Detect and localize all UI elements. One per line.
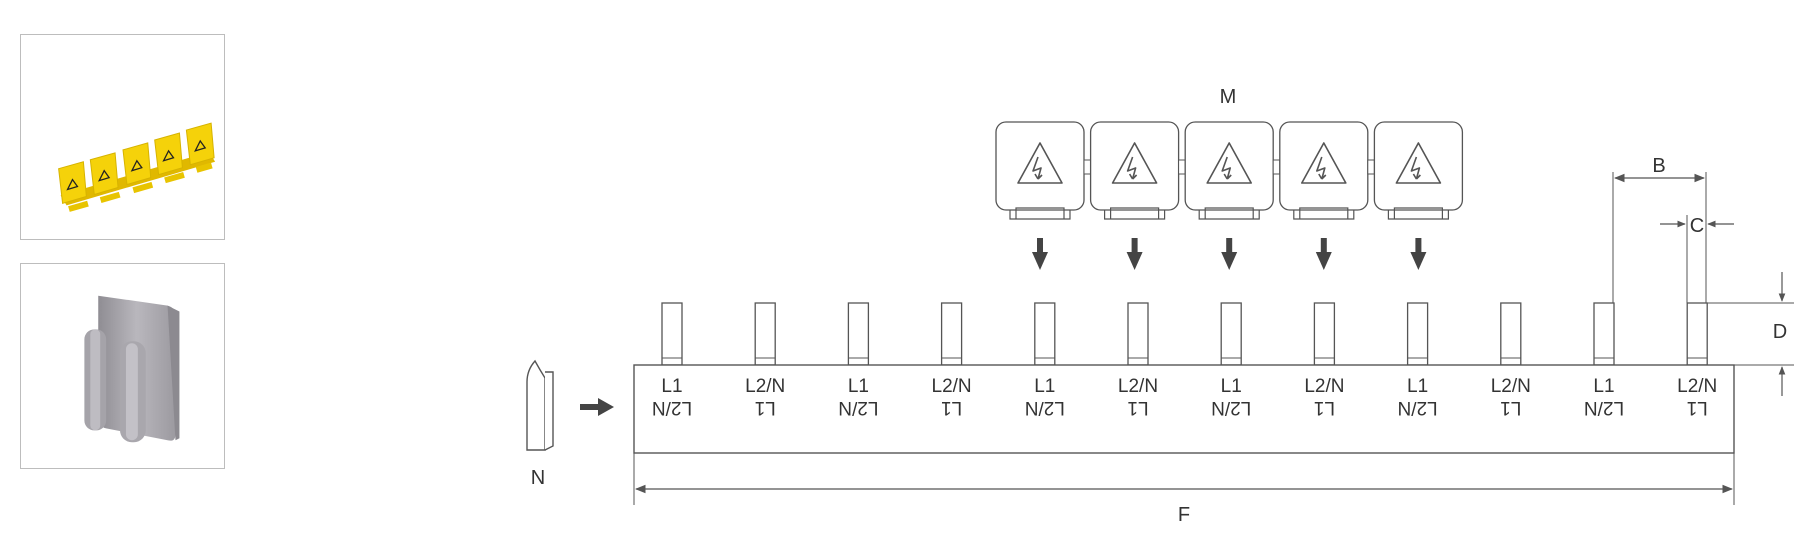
pin-label-bottom: L2/N [838, 397, 878, 418]
dimension-c [1660, 215, 1734, 303]
pin-label-bottom: L2/N [1584, 397, 1624, 418]
down-arrow-shaft [1415, 238, 1422, 254]
label-d: D [1773, 321, 1787, 343]
pin-label-bottom: L1 [1500, 397, 1521, 418]
yellow-tab [58, 161, 87, 204]
pin-label-top: L2/N [932, 376, 972, 397]
busbar-pin [1034, 302, 1056, 366]
pin-label-top: L2/N [1677, 376, 1717, 397]
thumbnail-cover-strip[interactable] [20, 34, 225, 240]
pin-label-bottom: L1 [755, 397, 776, 418]
busbar-pins [661, 302, 1708, 366]
warning-cover [1279, 121, 1375, 270]
busbar-pin [940, 302, 963, 366]
end-cap-drawing [526, 359, 554, 451]
label-b: B [1652, 155, 1665, 177]
warning-cover [1373, 121, 1464, 270]
down-arrow-icon [1126, 252, 1143, 270]
pin-label-top: L2/N [1304, 376, 1344, 397]
warning-cover [1089, 121, 1186, 270]
pin-label-bottom: L2/N [652, 397, 692, 418]
pin-label-bottom: L1 [1314, 397, 1335, 418]
busbar-pin [1500, 302, 1522, 366]
pin-label-bottom: L1 [1127, 397, 1148, 418]
pin-label-bottom: L2/N [1025, 397, 1065, 418]
down-arrow-shaft [1131, 238, 1138, 254]
pin-label-top: L1 [848, 376, 869, 397]
pin-label-bottom: L2/N [1211, 397, 1251, 418]
busbar-body [633, 364, 1735, 454]
label-m: M [1220, 86, 1237, 108]
busbar-pin [1406, 302, 1429, 366]
pin-label-bottom: L1 [1687, 397, 1708, 418]
down-arrow-icon [1315, 252, 1332, 270]
busbar-pin [1220, 302, 1242, 366]
pin-label-top: L1 [1593, 376, 1614, 397]
down-arrow-shaft [1037, 238, 1043, 254]
cover-link [1272, 159, 1281, 175]
dimension-b [1612, 172, 1707, 303]
warning-cover [995, 121, 1092, 270]
pin-label-top: L1 [1221, 376, 1242, 397]
label-n: N [531, 467, 545, 489]
busbar-pin [1313, 302, 1336, 366]
thumbnail-end-cap[interactable] [20, 263, 225, 469]
busbar-phase-labels: L1L2/NL2/NL1L1L2/NL2/NL1L1L2/NL2/NL1L1L2… [652, 376, 1717, 418]
label-f: F [1178, 504, 1190, 526]
dimension-f [633, 453, 1735, 505]
busbar-pin [661, 302, 683, 366]
pin-label-top: L1 [1407, 376, 1428, 397]
busbar-pin [1686, 302, 1708, 366]
busbar-pin [1593, 302, 1615, 366]
pin-label-bottom: L2/N [1398, 397, 1438, 418]
dimension-d [1706, 272, 1794, 396]
cover-link [1178, 159, 1186, 175]
grey-end-cap-image [84, 295, 180, 443]
down-arrow-icon [1032, 252, 1048, 270]
busbar-pin [847, 302, 870, 366]
pin-label-top: L1 [1034, 376, 1055, 397]
warning-covers [995, 121, 1464, 270]
pin-label-top: L1 [661, 376, 682, 397]
cover-link [1083, 159, 1092, 175]
pin-label-bottom: L1 [941, 397, 962, 418]
down-arrow-icon [1221, 252, 1238, 270]
busbar-pin [754, 302, 776, 366]
down-arrow-shaft [1320, 238, 1327, 254]
yellow-cover-strip-image [58, 122, 216, 212]
down-arrow-icon [1410, 252, 1427, 270]
pin-label-top: L2/N [745, 376, 785, 397]
busbar-pin [1127, 302, 1149, 366]
pin-label-top: L2/N [1491, 376, 1531, 397]
insert-arrow [580, 398, 614, 416]
warning-cover [1184, 121, 1281, 270]
down-arrow-shaft [1226, 238, 1233, 254]
label-c: C [1690, 215, 1704, 237]
cover-link [1367, 159, 1375, 175]
pin-label-top: L2/N [1118, 376, 1158, 397]
